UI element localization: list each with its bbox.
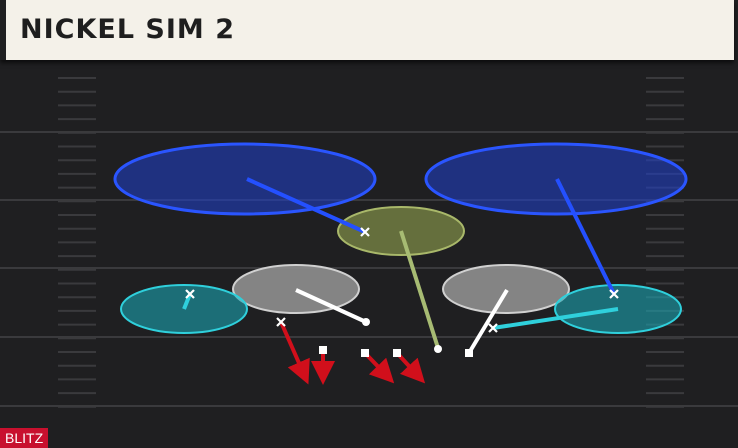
blitz-arrow-1 [279,321,310,385]
route-hook-left [295,288,367,324]
route-deep-left [246,177,366,234]
blitz-badge: BLITZ [0,428,49,448]
route-flat-right [492,307,619,330]
title-bar: NICKEL SIM 2 [0,0,734,60]
square-marker-icon [319,346,473,357]
blitz-arrows [279,321,426,385]
deep-zone-left [113,142,377,216]
deep-zone-right [424,142,688,216]
hash-marks-left [58,77,96,408]
page-title: NICKEL SIM 2 [20,14,235,45]
hook-zone-left [232,264,360,314]
blitz-arrow-3 [363,351,395,384]
blitz-arrow-4 [395,351,426,384]
x-marker-icon [185,227,619,333]
hash-marks-right [646,77,684,408]
dot-marker-icon [362,318,442,353]
route-deep-right [555,178,616,295]
route-middle [399,230,440,349]
hook-zone-right [442,264,570,314]
route-hook-right [467,288,509,355]
